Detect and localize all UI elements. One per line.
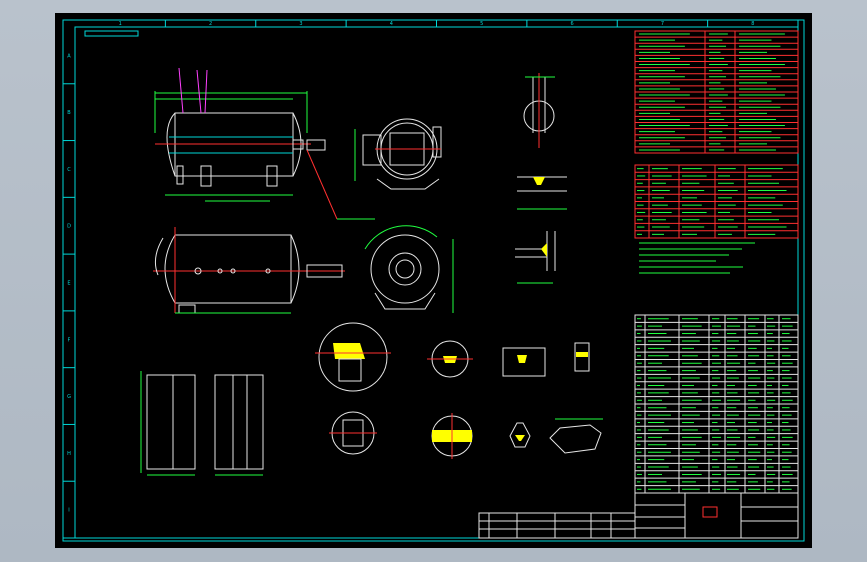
- detail-support: [140, 371, 264, 476]
- detail-section-1: [315, 322, 391, 392]
- detail-section-3: [502, 347, 546, 377]
- detail-section-6: [431, 413, 473, 459]
- detail-weld-a: [517, 176, 567, 210]
- outer-border: [62, 19, 805, 542]
- zone-label: A: [67, 53, 71, 59]
- zone-label: D: [67, 224, 71, 230]
- zone-label: 4: [390, 21, 393, 27]
- zone-label: 7: [661, 21, 664, 27]
- zone-label: 1: [119, 21, 122, 27]
- detail-weld-b: [515, 231, 556, 284]
- border-zone-marks: 1 2 3 4 5 6 7 8A B C D E F G H I: [63, 20, 799, 539]
- zone-label: 3: [299, 21, 302, 27]
- corner-stamp: [84, 30, 139, 37]
- detail-section-5: [329, 411, 377, 455]
- zone-label: 6: [570, 21, 573, 27]
- vessel-end-view-lower: [364, 225, 454, 313]
- zone-label: 5: [480, 21, 483, 27]
- vessel-front-view: [154, 67, 375, 220]
- nozzle-table: [634, 164, 799, 239]
- zone-label: C: [67, 167, 71, 173]
- parts-list: [634, 314, 799, 494]
- zone-label: 8: [751, 21, 754, 27]
- vessel-plan-view: [153, 227, 345, 314]
- detail-section-7: [509, 422, 531, 448]
- title-block: [634, 492, 799, 539]
- zone-label: F: [68, 337, 71, 343]
- detail-section-4: [574, 342, 590, 372]
- detail-section-2: [427, 340, 473, 378]
- tech-data-table: [634, 30, 799, 154]
- detail-section-8: [549, 418, 603, 454]
- zone-label: 2: [209, 21, 212, 27]
- zone-label: H: [67, 451, 71, 457]
- revision-block: [478, 512, 636, 539]
- drawing-sheet: 1 2 3 4 5 6 7 8A B C D E F G H I: [62, 19, 805, 542]
- zone-label: I: [68, 508, 69, 514]
- zone-label: E: [67, 281, 70, 287]
- vessel-end-view-upper: [354, 118, 442, 190]
- detail-nozzle: [523, 73, 555, 148]
- technical-notes: [639, 242, 755, 274]
- zone-label: B: [67, 110, 71, 116]
- zone-label: G: [67, 394, 71, 400]
